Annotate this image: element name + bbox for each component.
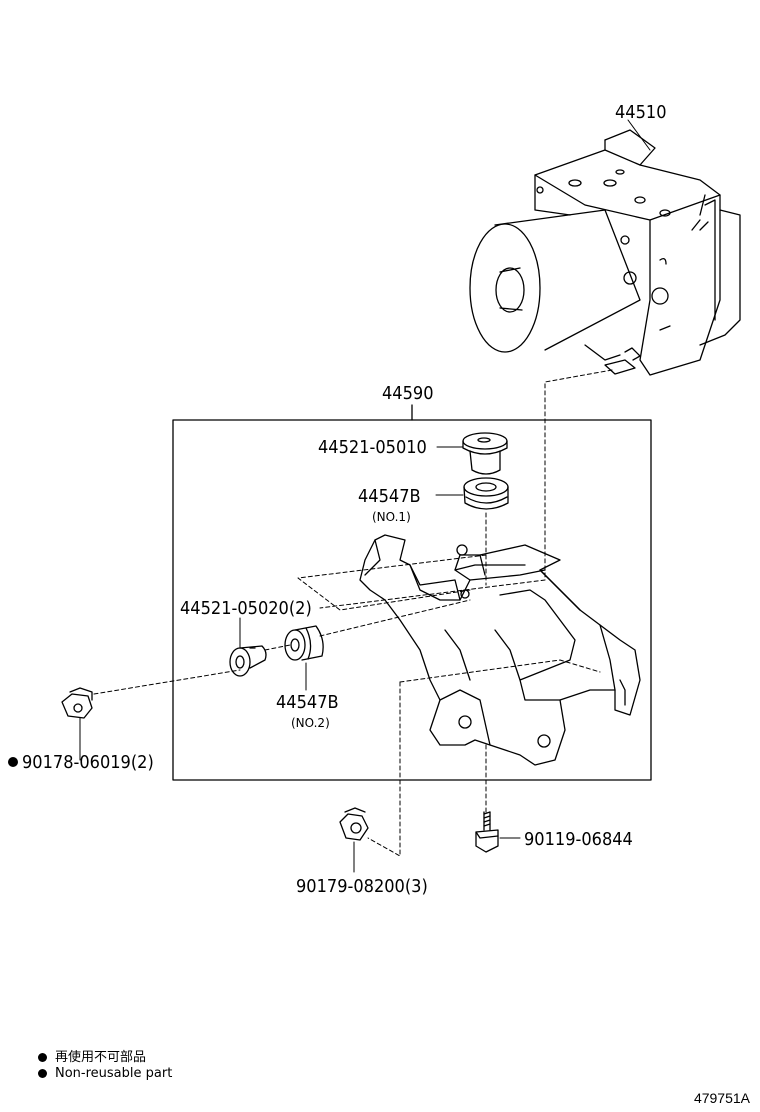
- label-nut-2: 90179-08200(3): [296, 876, 428, 897]
- note-jp: 再使用不可部品: [38, 1046, 146, 1065]
- label-cushion-2: 44547B: [276, 692, 339, 713]
- label-collar-2: 44521-05020(2): [180, 598, 312, 619]
- cushion-1: [463, 477, 509, 510]
- cushion-2: [284, 625, 324, 661]
- note-jp-text: 再使用不可部品: [55, 1050, 147, 1065]
- label-44590: 44590: [382, 383, 434, 404]
- bracket: [359, 534, 641, 766]
- bolt: [475, 811, 499, 853]
- non-reusable-dot: [38, 1069, 47, 1078]
- label-bolt: 90119-06844: [524, 829, 633, 850]
- collar-1: [462, 432, 508, 475]
- collar-2: [229, 645, 267, 677]
- note-en: Non-reusable part: [38, 1066, 172, 1081]
- label-cushion-1: 44547B: [358, 486, 421, 507]
- abs-actuator: [469, 129, 741, 376]
- alignment-lines: [93, 369, 613, 857]
- note-en-text: Non-reusable part: [55, 1066, 173, 1081]
- label-44510: 44510: [615, 102, 667, 123]
- non-reusable-marker: [8, 757, 18, 767]
- label-cushion-2-sub: (NO.2): [291, 716, 330, 730]
- label-collar-1: 44521-05010: [318, 437, 427, 458]
- label-nut-1: 90178-06019(2): [22, 752, 154, 773]
- non-reusable-dot: [38, 1053, 47, 1062]
- nut-1: [61, 687, 93, 719]
- label-cushion-1-sub: (NO.1): [372, 510, 411, 524]
- leader-lines: [79, 119, 651, 873]
- nut-2: [339, 807, 369, 841]
- figure-id: 479751A: [693, 1090, 750, 1106]
